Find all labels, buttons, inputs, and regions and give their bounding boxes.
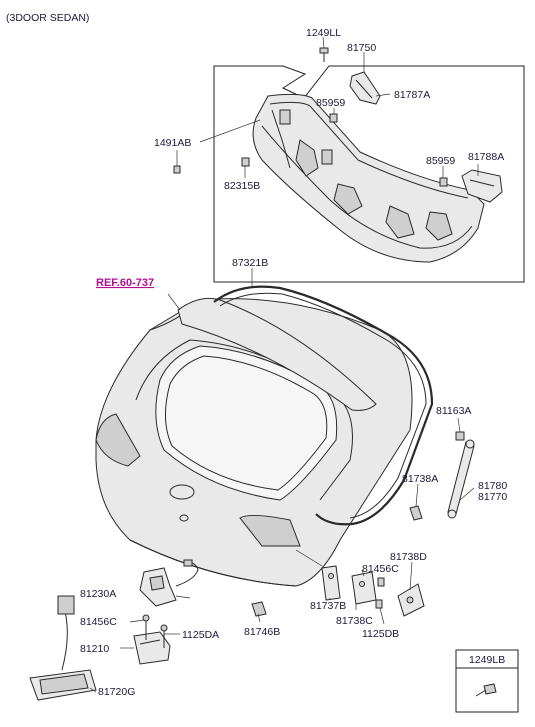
leader-lines (89, 36, 479, 693)
part-label: 1491AB (154, 137, 191, 149)
latch-assembly (139, 559, 199, 607)
bumper-stopper-icon (251, 601, 267, 617)
weatherstrip (213, 285, 434, 526)
part-label: 87321B (232, 257, 268, 269)
clip-icon (329, 113, 338, 123)
part-label: 81720G (98, 686, 135, 698)
part-label: 81746B (244, 626, 280, 638)
trim-cap-left (349, 71, 381, 105)
part-label: 1125DB (362, 628, 399, 640)
part-label: 82315B (224, 180, 260, 192)
inset-box (455, 649, 519, 713)
part-label: 85959 (316, 97, 345, 109)
trim-cap-right (461, 169, 503, 203)
part-label: 81230A (80, 588, 116, 600)
part-label: 81738D (390, 551, 427, 563)
trim-panel-group (213, 65, 525, 283)
part-label: 81456C (80, 616, 117, 628)
clip-icon (439, 177, 448, 187)
actuator (133, 631, 171, 665)
tailgate-panel (95, 297, 413, 587)
part-label: 1249LL (306, 27, 341, 39)
reference-link[interactable]: REF.60-737 (96, 277, 154, 289)
part-label: 81456C (362, 563, 399, 575)
screw-icon (319, 47, 329, 62)
screw-icon (142, 614, 168, 648)
outside-handle-switch (29, 595, 97, 701)
fastener-icon (173, 165, 181, 174)
part-label: 85959 (426, 155, 455, 167)
part-label: 81163A (436, 405, 471, 417)
part-label: 81210 (80, 643, 109, 655)
part-label: 81738A (402, 473, 438, 485)
fastener-icon (241, 157, 250, 167)
gas-strut (447, 431, 475, 519)
part-label: 1125DA (182, 629, 219, 641)
part-label: 81750 (347, 42, 376, 54)
tailgate-trim-panel (252, 93, 485, 263)
hinge-bracket (321, 565, 425, 617)
stopper-icon (409, 505, 423, 521)
part-label: 81770 (478, 491, 507, 503)
part-label: 81737B (310, 600, 346, 612)
part-label: 81787A (394, 89, 430, 101)
variant-title: (3DOOR SEDAN) (6, 12, 89, 24)
part-label: 81788A (468, 151, 504, 163)
part-label: 81780 (478, 480, 507, 492)
part-label: 81738C (336, 615, 373, 627)
inset-part-label: 1249LB (469, 654, 505, 666)
